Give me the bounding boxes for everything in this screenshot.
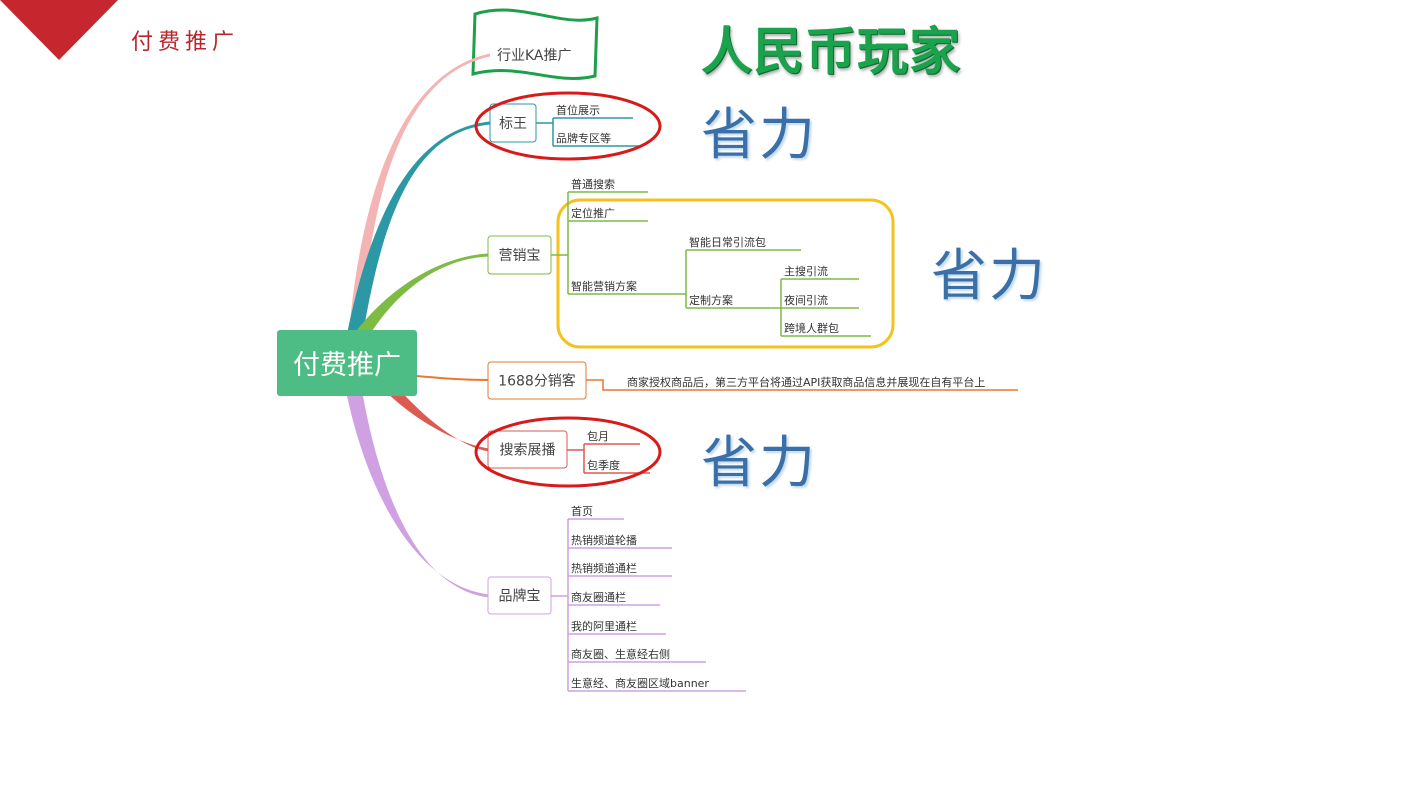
branch-node-label: 行业KA推广 xyxy=(497,48,572,64)
branch-node-label: 营销宝 xyxy=(499,248,541,264)
branch-node-label: 标王 xyxy=(499,116,527,132)
branch-ribbon xyxy=(347,121,490,334)
leaf-label: 生意经、商友圈区域banner xyxy=(571,676,709,690)
banner-saving-effort: 省力 xyxy=(931,244,1047,309)
banner-saving-effort: 省力 xyxy=(701,103,817,168)
leaf-label: 商友圈通栏 xyxy=(571,590,626,604)
leaf-label: 首页 xyxy=(571,504,593,518)
branch-node-label: 品牌宝 xyxy=(499,588,541,605)
leaf-label: 普通搜索 xyxy=(571,177,615,191)
leaf-label: 跨境人群包 xyxy=(784,321,839,335)
leaf-label: 夜间引流 xyxy=(784,293,828,307)
page-title: 付费推广 xyxy=(131,30,240,55)
branch-node xyxy=(487,361,587,400)
branch-ribbon xyxy=(382,388,490,452)
branch-node-label: 1688分销客 xyxy=(498,373,576,390)
leaf-label: 热销频道轮播 xyxy=(571,533,637,547)
leaf-label: 包季度 xyxy=(587,458,620,472)
root-node xyxy=(277,330,417,396)
leaf-label: 智能日常引流包 xyxy=(689,235,766,249)
green-flag-highlight xyxy=(471,8,599,80)
red-circle-highlight xyxy=(474,91,662,161)
leaf-label: 热销频道通栏 xyxy=(571,561,637,575)
root-node-label: 付费推广 xyxy=(293,350,401,381)
leaf-label: 包月 xyxy=(587,430,609,443)
leaf-label: 品牌专区等 xyxy=(556,131,611,145)
leaf-label: 主搜引流 xyxy=(784,264,828,278)
branch-ribbon xyxy=(347,396,490,598)
corner-triangle-decoration xyxy=(0,0,118,60)
leaf-label: 智能营销方案 xyxy=(571,279,637,293)
leaf-label: 商友圈、生意经右侧 xyxy=(571,647,670,661)
leaf-label: 定位推广 xyxy=(571,206,615,220)
branch-node-label: 搜索展播 xyxy=(500,442,556,459)
banner-saving-effort: 省力 xyxy=(701,431,817,496)
banner-rmb-player: 人民币玩家 xyxy=(701,23,962,82)
branch-ribbon xyxy=(415,375,491,381)
highlight-box-smart-plan xyxy=(556,198,895,349)
leaf-label: 商家授权商品后，第三方平台将通过API获取商品信息并展现在自有平台上 xyxy=(627,375,985,389)
leaf-label: 定制方案 xyxy=(689,293,733,307)
branch-node xyxy=(487,235,552,275)
red-circle-highlight xyxy=(474,416,662,488)
branch-ribbon xyxy=(354,253,490,334)
branch-node xyxy=(487,430,568,469)
branch-node xyxy=(487,576,552,615)
link-line xyxy=(586,379,1018,391)
leaf-label: 首位展示 xyxy=(556,103,600,117)
leaf-label: 我的阿里通栏 xyxy=(571,619,637,633)
branch-node xyxy=(489,103,537,143)
